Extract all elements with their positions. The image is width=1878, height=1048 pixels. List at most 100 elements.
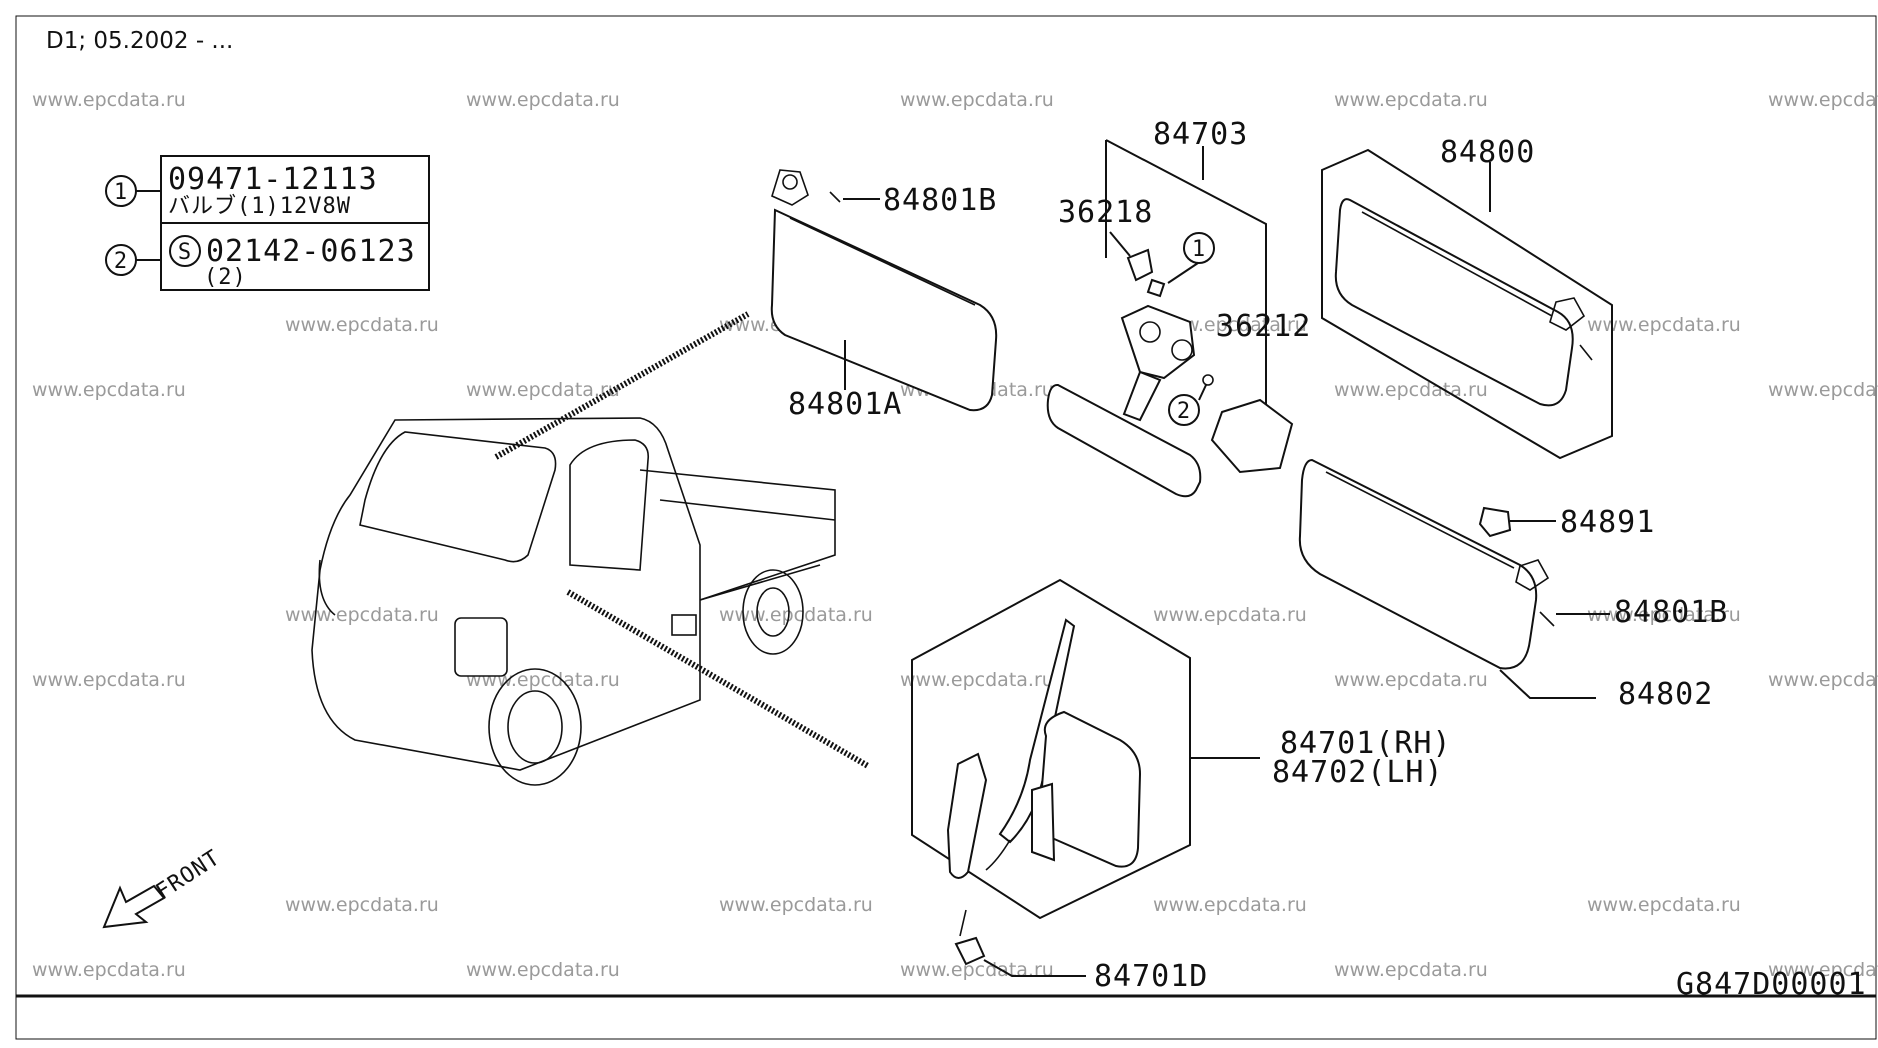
watermark: www.epcdata.ru xyxy=(1768,89,1878,111)
mirror-stem xyxy=(1122,370,1162,422)
room-lamp-36212 xyxy=(1210,398,1294,474)
part-label-84802: 84802 xyxy=(1618,677,1713,712)
watermark: www.epcdata.ru xyxy=(719,894,873,916)
watermark: www.epcdata.ru xyxy=(1768,959,1878,981)
door-mirror-glass xyxy=(1038,710,1142,868)
visor-clip-84891 xyxy=(1478,506,1512,538)
part-label-84702LH: 84702(LH) xyxy=(1272,755,1444,790)
watermark: www.epcdata.ru xyxy=(32,959,186,981)
watermark: www.epcdata.ru xyxy=(900,959,1054,981)
sun-visor-right-edge xyxy=(1361,211,1553,317)
diagram-frame xyxy=(15,15,1877,1040)
watermark: www.epcdata.ru xyxy=(1587,894,1741,916)
visor-screw-right xyxy=(1579,344,1593,361)
callout-2 xyxy=(1168,394,1200,426)
watermark: www.epcdata.ru xyxy=(900,669,1054,691)
screw-84801B-right xyxy=(1539,611,1555,627)
sun-visor-lower-edge xyxy=(1325,471,1515,569)
watermark: www.epcdata.ru xyxy=(1587,314,1741,336)
part-label-84701D: 84701D xyxy=(1094,959,1208,994)
bracket-84703 xyxy=(1105,139,1267,366)
watermark: www.epcdata.ru xyxy=(32,89,186,111)
watermark: www.epcdata.ru xyxy=(1587,604,1741,626)
truck-side-lamp xyxy=(671,614,697,636)
bolt-84701D xyxy=(954,936,986,966)
sun-visor-left: 84801B 84801A xyxy=(770,169,998,422)
truck-front-hub xyxy=(507,690,563,764)
door-mirror-cover xyxy=(946,752,988,879)
truck-rear-wheel xyxy=(742,569,804,655)
watermark: www.epcdata.ru xyxy=(1334,959,1488,981)
visor-holder-right xyxy=(1549,297,1586,331)
door-mirror-housing xyxy=(1031,782,1056,862)
legend-table: 1 09471-12113 バルブ(1)12V8W 2 S 02142-0612… xyxy=(105,155,430,291)
watermark: www.epcdata.ru xyxy=(1334,669,1488,691)
sun-visor-lower-body xyxy=(1298,458,1538,670)
visor-holder-lower xyxy=(1515,559,1550,591)
part-label-84801A: 84801A xyxy=(788,387,902,422)
inner-mirror-assembly: 84703 36218 1 36212 2 xyxy=(1046,117,1311,498)
lamp-lens-36218 xyxy=(1126,248,1154,282)
truck-rear-hub xyxy=(756,587,790,637)
legend-part-2: 02142-06123 xyxy=(206,234,416,269)
truck-bed-rail xyxy=(659,499,836,521)
truck-bed-side xyxy=(699,564,821,601)
truck-corner-lamp xyxy=(318,559,336,616)
sun-visor-lower: 84891 84801B 84802 xyxy=(1298,458,1728,712)
watermark: www.epcdata.ru xyxy=(466,669,620,691)
watermark: www.epcdata.ru xyxy=(285,314,439,336)
sun-visor-right-body xyxy=(1334,198,1574,407)
truck-door-window xyxy=(569,439,650,571)
mount-screw-b xyxy=(1171,339,1193,361)
sun-visor-left-body xyxy=(770,208,998,412)
door-mirror-assembly: 84701(RH) 84702(LH) 84701D xyxy=(911,578,1451,994)
watermark: www.epcdata.ru xyxy=(719,604,873,626)
screw-84801B-top xyxy=(829,191,841,203)
leader-callout-1 xyxy=(1167,262,1199,284)
bulb-icon xyxy=(1146,278,1166,298)
mirror-pointer-line xyxy=(494,311,750,460)
bracket-84800 xyxy=(1321,148,1613,460)
legend-desc-1: バルブ(1)12V8W xyxy=(168,194,351,219)
callout-1-label: 1 xyxy=(1192,237,1206,262)
visor-holder-top xyxy=(771,169,809,206)
watermark: www.epcdata.ru xyxy=(285,604,439,626)
truck-bed xyxy=(639,469,836,601)
watermark: www.epcdata.ru xyxy=(1768,669,1878,691)
part-label-84801B-right: 84801B xyxy=(1614,595,1728,630)
watermark: www.epcdata.ru xyxy=(1334,89,1488,111)
watermark: www.epcdata.ru xyxy=(900,89,1054,111)
leader-36218 xyxy=(1109,231,1131,257)
sun-visor-right-assembly: 84800 xyxy=(1321,135,1613,460)
bracket-84701 xyxy=(911,578,1191,920)
leader-84701D-tick xyxy=(959,909,967,937)
truck-front-wheel xyxy=(488,668,582,786)
legend-part-1: 09471-12113 xyxy=(168,162,378,197)
diagram-id: G847D00001 xyxy=(1676,967,1867,1002)
watermark: www.epcdata.ru xyxy=(32,379,186,401)
part-label-84703: 84703 xyxy=(1153,117,1248,152)
front-direction-indicator: FRONT xyxy=(102,845,225,929)
legend-marker-2-label: 2 xyxy=(114,249,128,274)
mount-screw-a xyxy=(1139,321,1161,343)
watermark: www.epcdata.ru xyxy=(32,669,186,691)
standard-part-symbol xyxy=(169,235,201,267)
part-label-36212: 36212 xyxy=(1216,309,1311,344)
front-label: FRONT xyxy=(152,845,225,905)
truck-headlight xyxy=(454,617,508,677)
leader-callout-2 xyxy=(1198,384,1207,401)
part-label-84801B-top: 84801B xyxy=(883,183,997,218)
standard-part-symbol-label: S xyxy=(178,240,192,265)
watermark-layer: www.epcdata.ru www.epcdata.ru www.epcdat… xyxy=(32,89,1878,981)
part-label-84800: 84800 xyxy=(1440,135,1535,170)
watermark: www.epcdata.ru xyxy=(1768,379,1878,401)
watermark: www.epcdata.ru xyxy=(285,894,439,916)
legend-qty-2: (2) xyxy=(204,265,247,290)
watermark: www.epcdata.ru xyxy=(466,89,620,111)
leader-84802 xyxy=(1499,669,1596,699)
leader-84701D xyxy=(983,959,1086,977)
front-arrow-icon xyxy=(102,884,166,929)
sun-visor-left-edge xyxy=(789,217,976,306)
